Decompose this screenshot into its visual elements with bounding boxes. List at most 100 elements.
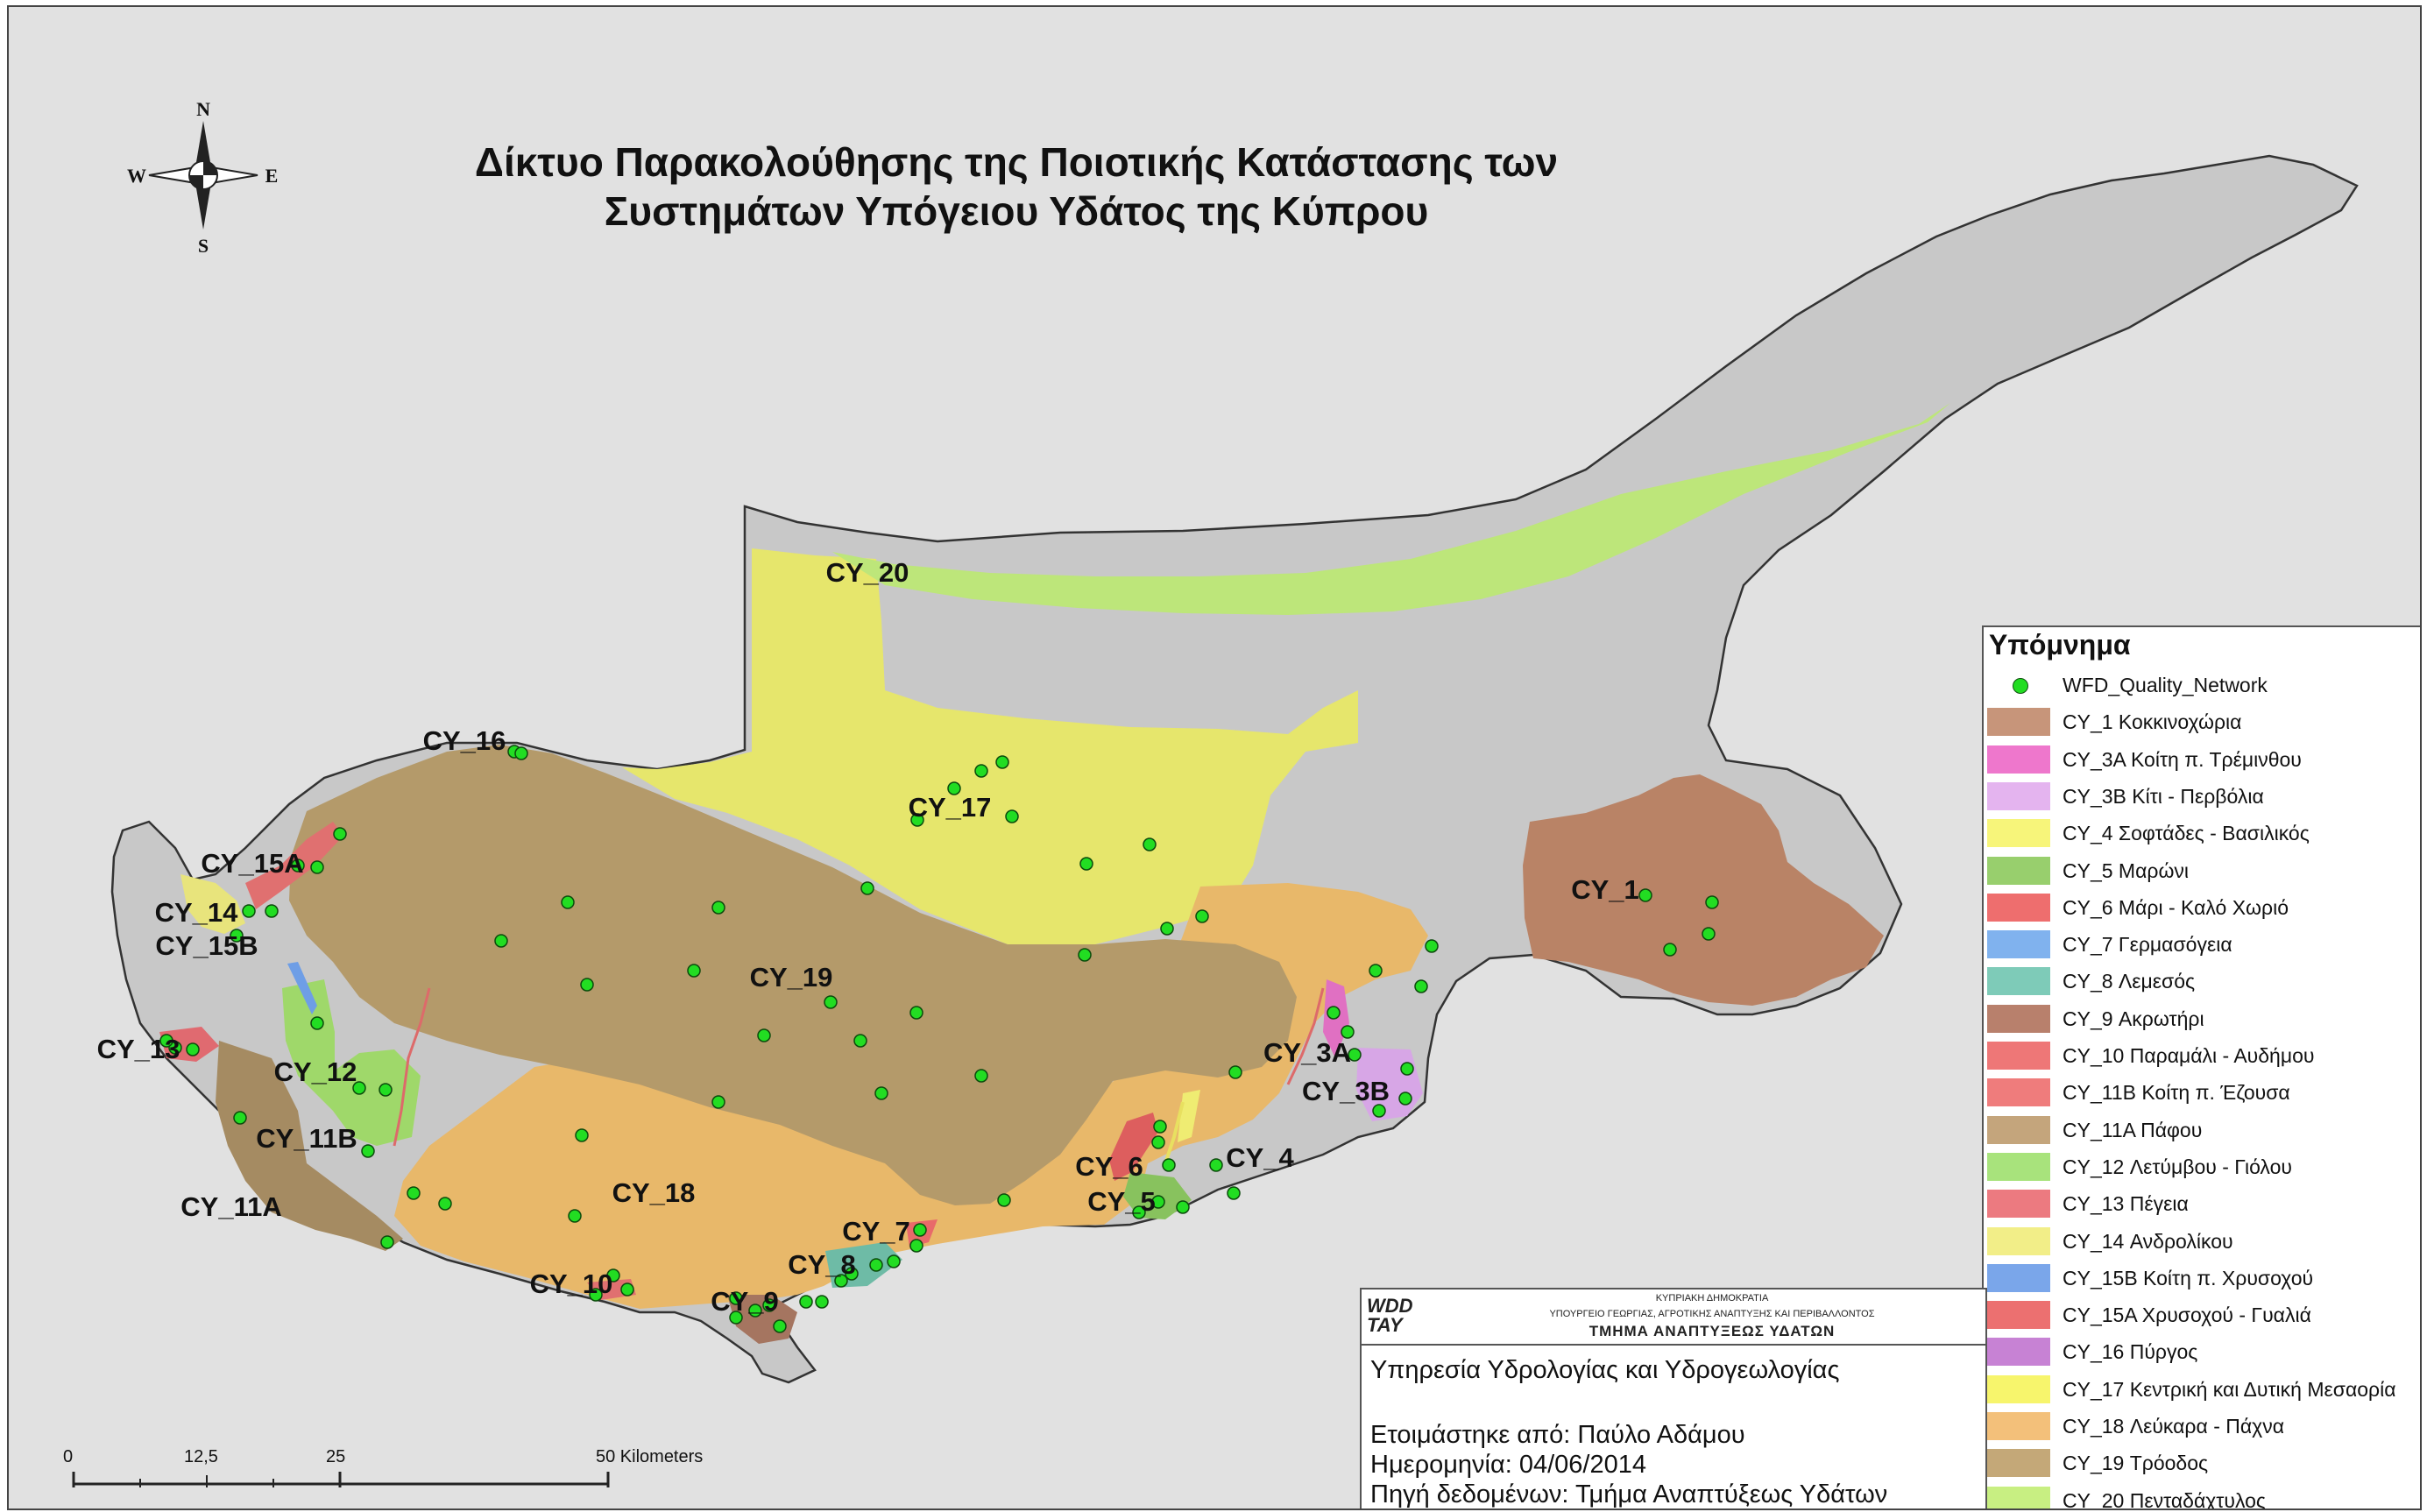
monitoring-point[interactable] (913, 1223, 927, 1237)
monitoring-point[interactable] (1153, 1120, 1167, 1134)
monitoring-point[interactable] (1425, 939, 1439, 953)
monitoring-point[interactable] (620, 1282, 634, 1297)
monitoring-point[interactable] (1663, 943, 1677, 957)
monitoring-point[interactable] (874, 1086, 888, 1100)
monitoring-point[interactable] (909, 1239, 923, 1253)
monitoring-point[interactable] (361, 1144, 375, 1158)
monitoring-point[interactable] (575, 1128, 589, 1142)
monitoring-point[interactable] (168, 1041, 182, 1055)
monitoring-point[interactable] (1228, 1065, 1242, 1079)
monitoring-point[interactable] (580, 978, 594, 992)
monitoring-point[interactable] (1005, 809, 1019, 823)
monitoring-point[interactable] (995, 755, 1009, 769)
monitoring-point[interactable] (242, 904, 256, 918)
monitoring-point[interactable] (379, 1083, 393, 1097)
monitoring-point[interactable] (748, 1304, 762, 1318)
monitoring-point[interactable] (1638, 888, 1652, 902)
monitoring-point[interactable] (799, 1295, 813, 1309)
monitoring-point[interactable] (438, 1197, 452, 1211)
monitoring-point[interactable] (1132, 1205, 1146, 1219)
monitoring-point[interactable] (1327, 1006, 1341, 1020)
monitoring-point[interactable] (757, 1028, 771, 1042)
monitoring-point[interactable] (1398, 1092, 1412, 1106)
monitoring-point[interactable] (1151, 1195, 1165, 1209)
cy20-area (832, 403, 1950, 615)
monitoring-point[interactable] (1160, 922, 1174, 936)
water-body-label: CY_14 (155, 897, 239, 928)
legend-item: CY_14 Ανδρολίκου (1984, 1224, 2420, 1261)
monitoring-point[interactable] (159, 1034, 173, 1048)
monitoring-point[interactable] (514, 746, 528, 760)
legend-item: CY_9 Ακρωτήρι (1984, 1001, 2420, 1038)
monitoring-point[interactable] (1400, 1062, 1414, 1076)
legend-label: CY_16 Πύργος (2063, 1340, 2198, 1364)
legend-title: Υπόμνημα (1989, 629, 2131, 661)
monitoring-point[interactable] (1078, 948, 1092, 962)
monitoring-point[interactable] (1143, 837, 1157, 851)
legend-item: CY_13 Πέγεια (1984, 1186, 2420, 1223)
monitoring-point[interactable] (869, 1258, 883, 1272)
monitoring-point[interactable] (589, 1288, 603, 1302)
monitoring-point[interactable] (1702, 927, 1716, 941)
monitoring-point[interactable] (1195, 909, 1209, 923)
monitoring-point[interactable] (1369, 964, 1383, 978)
monitoring-point[interactable] (909, 1006, 923, 1020)
monitoring-point[interactable] (1176, 1200, 1190, 1214)
monitoring-point[interactable] (974, 1069, 988, 1083)
monitoring-point[interactable] (407, 1186, 421, 1200)
water-body-label: CY_17 (909, 792, 992, 823)
monitoring-point[interactable] (711, 901, 725, 915)
monitoring-point[interactable] (494, 934, 508, 948)
monitoring-point[interactable] (910, 813, 924, 827)
cy14-area (180, 874, 245, 934)
monitoring-point[interactable] (834, 1274, 848, 1288)
cy17-area (622, 548, 1358, 944)
cy11a-area (216, 1041, 403, 1251)
monitoring-point[interactable] (815, 1295, 829, 1309)
monitoring-point[interactable] (291, 858, 305, 873)
monitoring-point[interactable] (1227, 1186, 1241, 1200)
monitoring-point[interactable] (1414, 979, 1428, 993)
legend-item: CY_5 Μαρώνι (1984, 853, 2420, 890)
monitoring-point[interactable] (310, 860, 324, 874)
monitoring-point[interactable] (1705, 895, 1719, 909)
water-body-label: CY_12 (274, 1056, 357, 1087)
monitoring-point[interactable] (974, 764, 988, 778)
monitoring-point[interactable] (997, 1193, 1011, 1207)
monitoring-point[interactable] (310, 1016, 324, 1030)
monitoring-point[interactable] (1079, 857, 1093, 871)
legend-item: CY_3A Κοίτη π. Τρέμινθου (1984, 742, 2420, 779)
monitoring-point[interactable] (380, 1235, 394, 1249)
legend-item: CY_6 Μάρι - Καλό Χωριό (1984, 890, 2420, 927)
monitoring-point[interactable] (186, 1042, 200, 1056)
monitoring-point[interactable] (1162, 1158, 1176, 1172)
monitoring-point[interactable] (711, 1095, 725, 1109)
source-label: Πηγή δεδομένων: Τμήμα Αναπτύξεως Υδάτων (1370, 1480, 1888, 1508)
monitoring-point[interactable] (853, 1034, 867, 1048)
prepared-by-label: Ετοιμάστηκε από: Παύλο Αδάμου (1370, 1421, 1745, 1449)
monitoring-point[interactable] (729, 1311, 743, 1325)
monitoring-point[interactable] (845, 1267, 859, 1281)
monitoring-point[interactable] (230, 929, 244, 943)
monitoring-point[interactable] (860, 881, 874, 895)
monitoring-point[interactable] (773, 1319, 787, 1333)
monitoring-point[interactable] (1151, 1135, 1165, 1149)
monitoring-point[interactable] (233, 1111, 247, 1125)
monitoring-point[interactable] (1372, 1104, 1386, 1118)
monitoring-point[interactable] (333, 827, 347, 841)
monitoring-point[interactable] (606, 1268, 620, 1282)
monitoring-point[interactable] (1348, 1048, 1362, 1062)
monitoring-point[interactable] (762, 1298, 776, 1312)
monitoring-point[interactable] (265, 904, 279, 918)
monitoring-point[interactable] (729, 1291, 743, 1305)
monitoring-point[interactable] (824, 995, 838, 1009)
monitoring-point[interactable] (887, 1254, 901, 1268)
monitoring-point[interactable] (687, 964, 701, 978)
monitoring-point[interactable] (947, 781, 961, 795)
monitoring-point[interactable] (1209, 1158, 1223, 1172)
monitoring-point[interactable] (1341, 1025, 1355, 1039)
monitoring-point[interactable] (352, 1081, 366, 1095)
monitoring-point[interactable] (568, 1209, 582, 1223)
map-canvas[interactable]: N S E W CY_20CY_16CY_17CY_15ACY_14CY_15B… (9, 7, 2420, 1508)
monitoring-point[interactable] (561, 895, 575, 909)
